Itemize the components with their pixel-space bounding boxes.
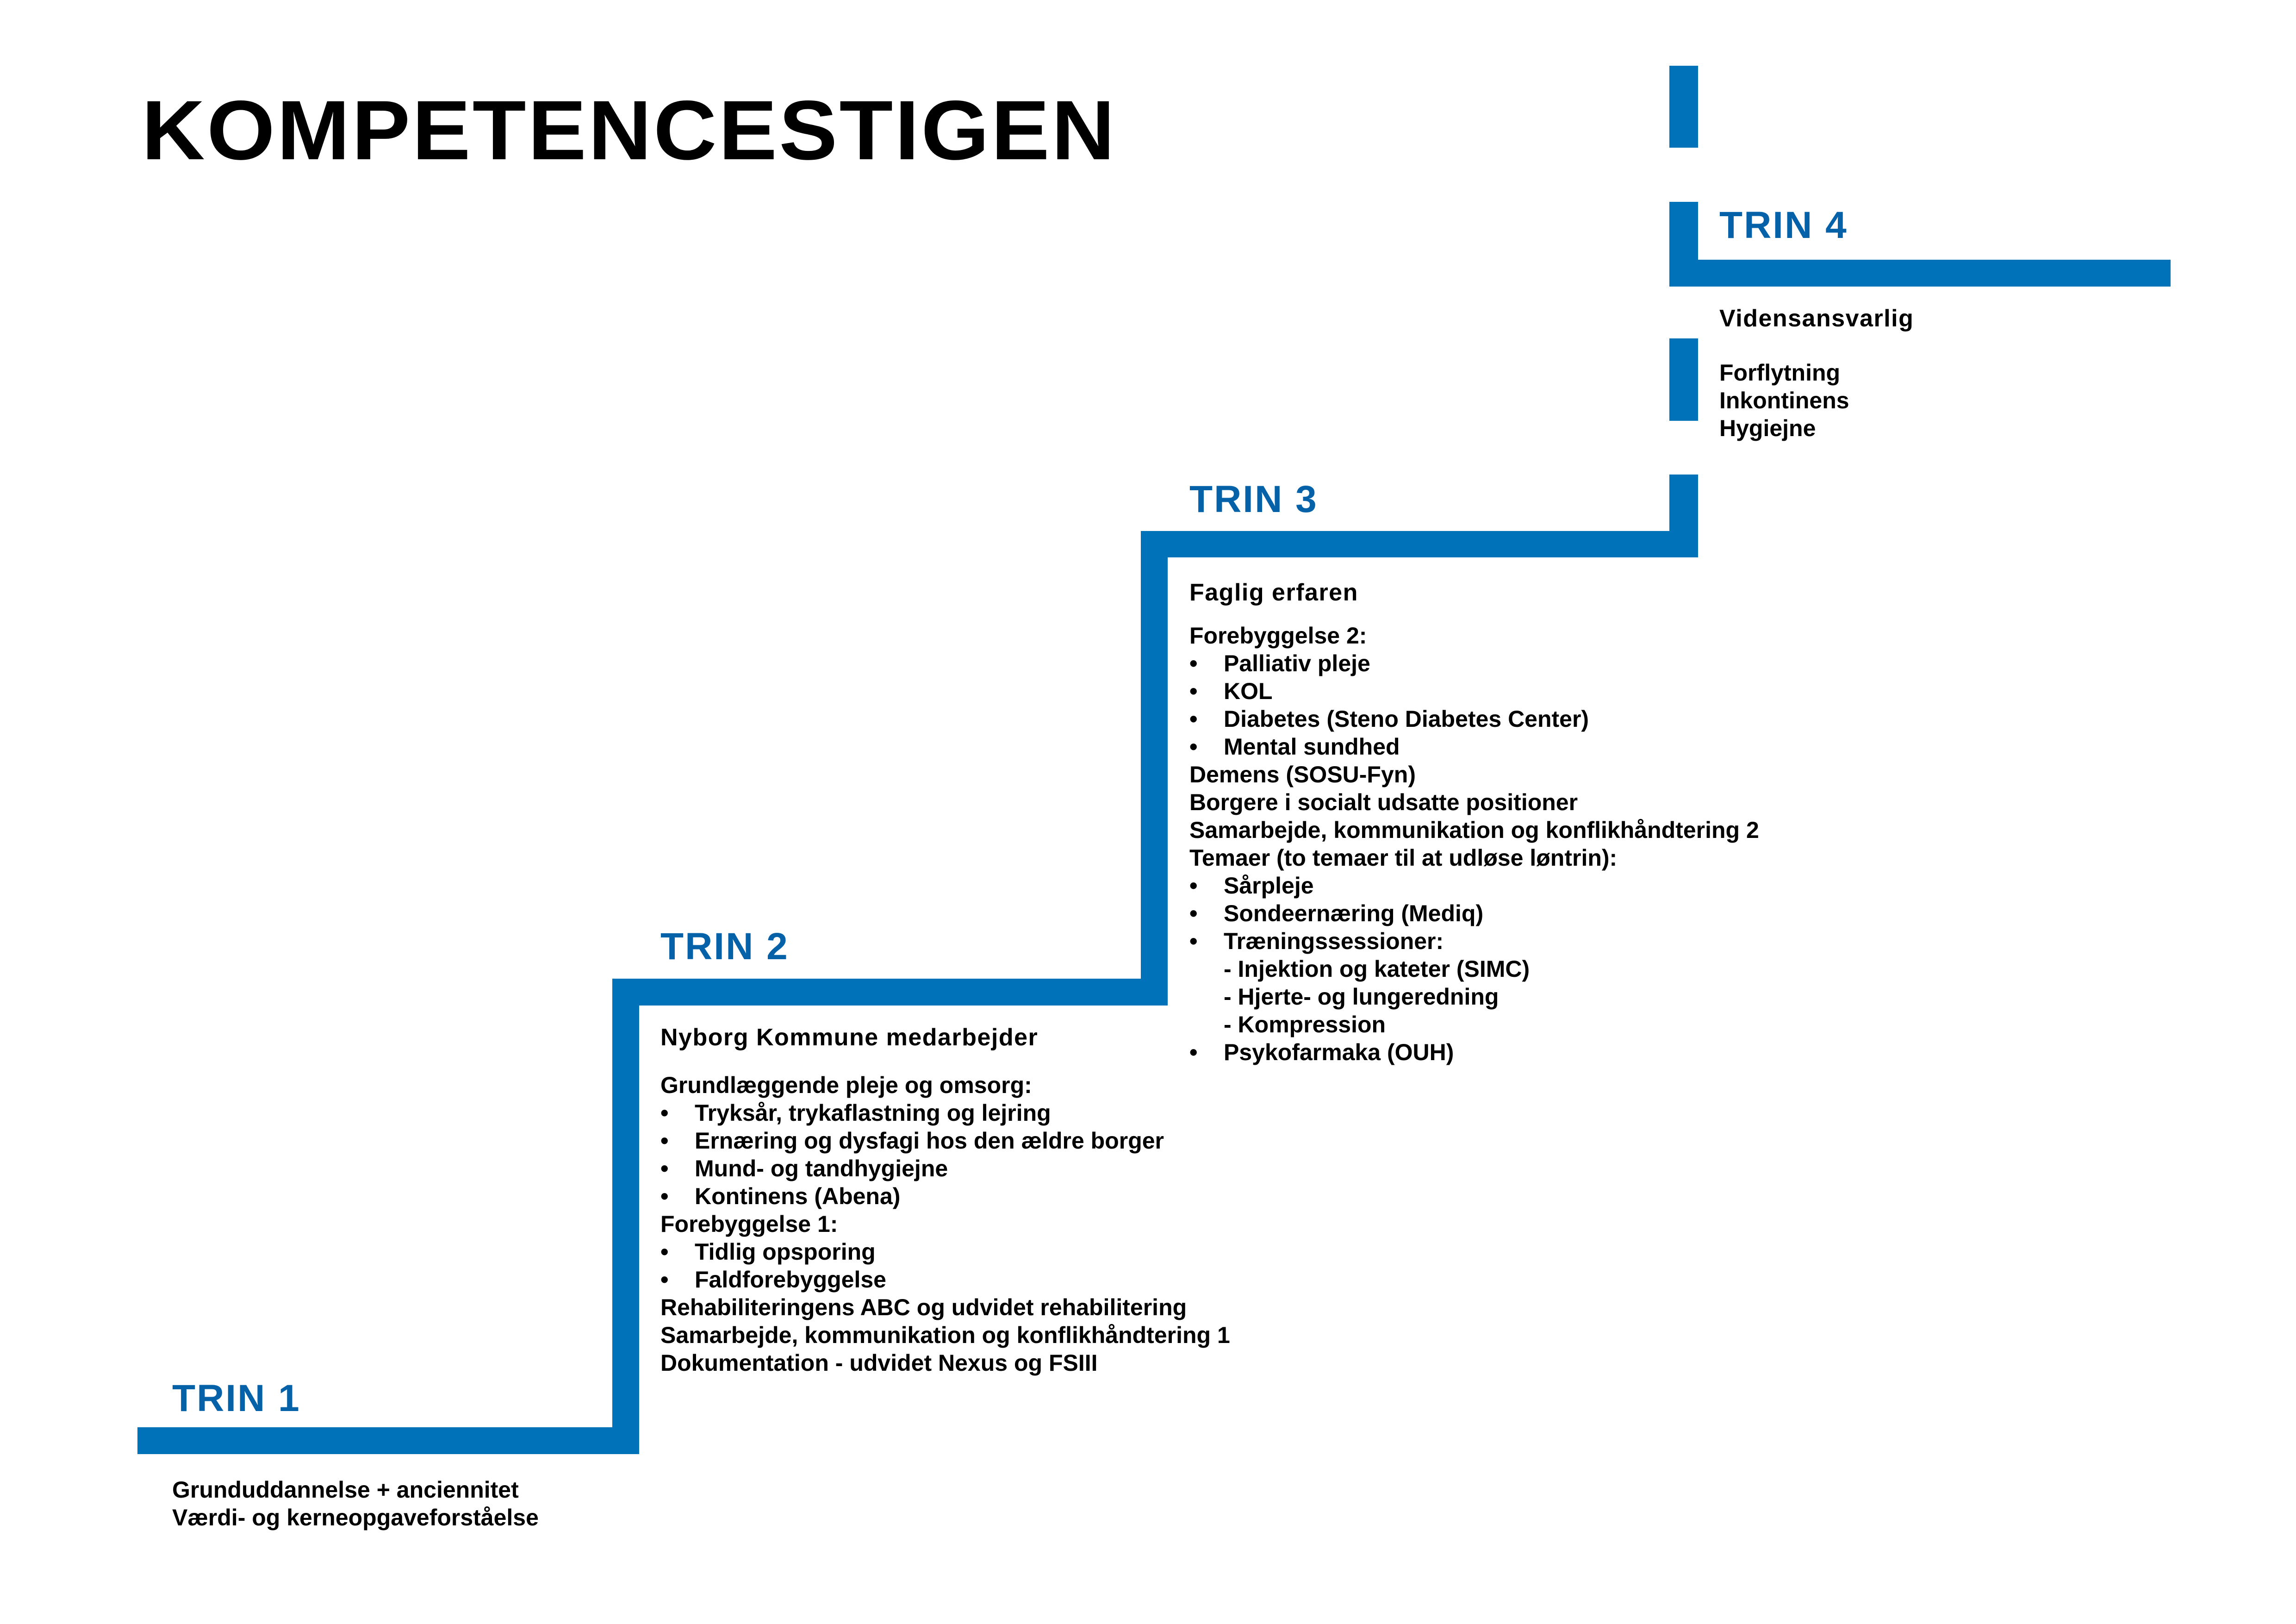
step-2-content: Grundlæggende pleje og omsorg: Tryksår, … [660, 1071, 1230, 1377]
step-4-content: Forflytning Inkontinens Hygiejne [1719, 359, 1849, 442]
step-4-riser-segment [1669, 338, 1698, 421]
step-2-bullet: Tryksår, trykaflastning og lejring [660, 1099, 1230, 1127]
step-3-bullet: Mental sundhed [1189, 733, 1759, 761]
step-3-line: Demens (SOSU-Fyn) [1189, 762, 1416, 787]
step-4-line: Hygiejne [1719, 415, 1816, 441]
step-2-label: TRIN 2 [660, 925, 789, 968]
step-2-tread [612, 979, 1168, 1006]
step-3-tread [1141, 531, 1698, 557]
step-3-label: TRIN 3 [1189, 478, 1318, 520]
step-3-riser [1141, 531, 1168, 1006]
step-3-subitem: - Injektion og kateter (SIMC) [1224, 956, 1530, 982]
step-3-bullet: Sårpleje [1189, 872, 1759, 899]
step-4-tread [1669, 260, 2171, 287]
step-3-line: Forebyggelse 2: [1189, 623, 1367, 649]
step-2-line: Samarbejde, kommunikation og konflikhånd… [660, 1322, 1230, 1348]
step-2-bullet: Kontinens (Abena) [660, 1182, 1230, 1210]
page-title: KOMPETENCESTIGEN [142, 83, 1117, 177]
step-1-content: Grunduddannelse + anciennitet Værdi- og … [172, 1476, 539, 1531]
step-4-label: TRIN 4 [1719, 204, 1848, 246]
step-2-line: Rehabiliteringens ABC og udvidet rehabil… [660, 1294, 1187, 1320]
step-3-subitem: - Kompression [1224, 1012, 1386, 1037]
step-3-line: Samarbejde, kommunikation og konflikhånd… [1189, 817, 1759, 843]
step-3-bullet: Palliativ pleje [1189, 650, 1759, 677]
step-3-role: Faglig erfaren [1189, 579, 1358, 606]
step-2-line: Forebyggelse 1: [660, 1211, 838, 1237]
step-3-subitem: - Hjerte- og lungeredning [1224, 984, 1499, 1010]
step-3-bullet: KOL [1189, 677, 1759, 705]
top-riser-segment [1669, 66, 1698, 148]
step-2-riser [612, 979, 639, 1454]
step-3-line: Temaer (to temaer til at udløse løntrin)… [1189, 845, 1618, 871]
step-4-riser-segment [1669, 475, 1698, 557]
step-1-line: Værdi- og kerneopgaveforståelse [172, 1505, 539, 1530]
step-3-content: Forebyggelse 2: Palliativ pleje KOL Diab… [1189, 622, 1759, 1066]
step-3-line: Borgere i socialt udsatte positioner [1189, 789, 1578, 815]
step-4-role: Vidensansvarlig [1719, 305, 1914, 332]
step-1-label: TRIN 1 [172, 1377, 301, 1419]
step-4-line: Inkontinens [1719, 387, 1849, 413]
step-2-bullet: Ernæring og dysfagi hos den ældre borger [660, 1127, 1230, 1155]
step-1-tread [137, 1427, 639, 1454]
step-3-bullet: Træningssessioner: [1189, 927, 1759, 955]
step-2-bullet: Faldforebyggelse [660, 1266, 1230, 1293]
step-3-bullet: Diabetes (Steno Diabetes Center) [1189, 705, 1759, 733]
step-3-bullet: Psykofarmaka (OUH) [1189, 1038, 1759, 1066]
step-4-line: Forflytning [1719, 360, 1841, 386]
step-3-bullet: Sondeernæring (Mediq) [1189, 899, 1759, 927]
step-2-role: Nyborg Kommune medarbejder [660, 1024, 1039, 1051]
step-2-bullet: Tidlig opsporing [660, 1238, 1230, 1266]
step-1-line: Grunduddannelse + anciennitet [172, 1477, 519, 1503]
step-2-line: Grundlæggende pleje og omsorg: [660, 1072, 1032, 1098]
step-2-line: Dokumentation - udvidet Nexus og FSIII [660, 1350, 1098, 1376]
step-2-bullet: Mund- og tandhygiejne [660, 1155, 1230, 1182]
